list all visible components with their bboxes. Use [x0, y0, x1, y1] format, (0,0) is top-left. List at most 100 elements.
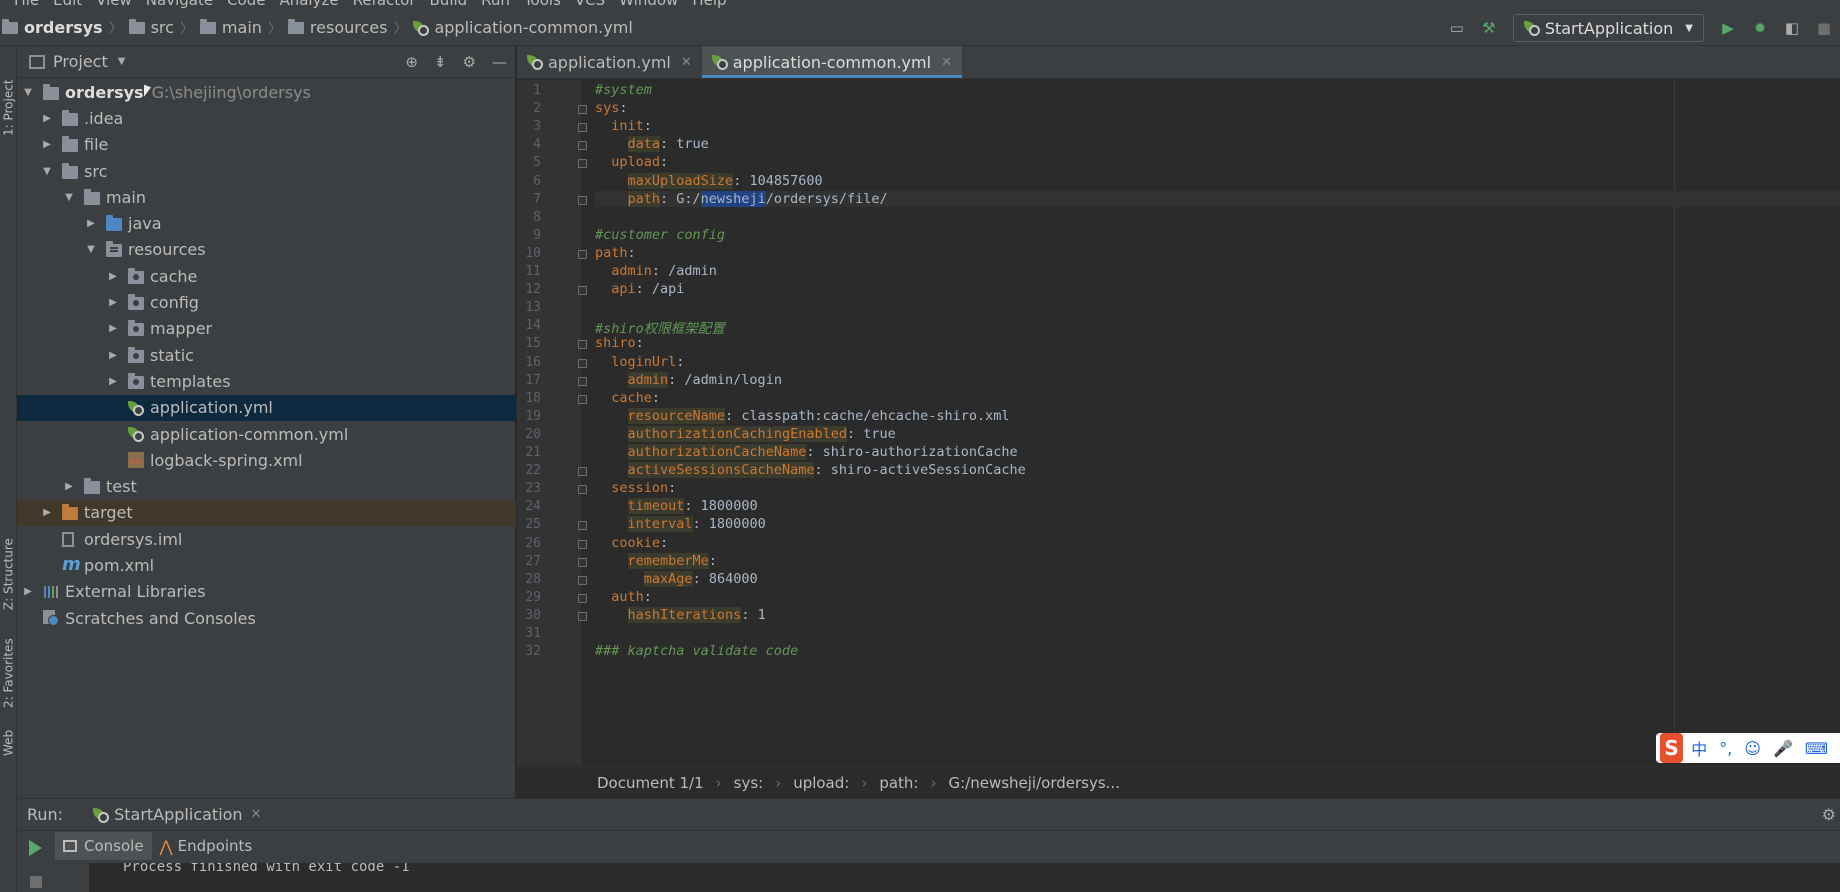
- chevron-down-icon[interactable]: ▼: [117, 56, 126, 67]
- code-line[interactable]: api: /api: [595, 281, 684, 297]
- rerun-play-icon[interactable]: [29, 840, 42, 856]
- layout-icon[interactable]: ▭: [1449, 19, 1464, 37]
- menu-item-code[interactable]: Code: [227, 0, 266, 9]
- code-line[interactable]: path: G:/newsheji/ordersys/file/: [595, 190, 1840, 207]
- fold-marker-icon[interactable]: [578, 467, 587, 477]
- code-line[interactable]: interval: 1800000: [595, 516, 766, 533]
- fold-marker-icon[interactable]: [578, 286, 587, 296]
- tree-item-resources[interactable]: ▼ resources: [17, 237, 516, 263]
- code-line[interactable]: rememberMe:: [595, 552, 717, 569]
- code-line[interactable]: timeout: 1800000: [595, 498, 758, 515]
- editor-crumb-document[interactable]: Document 1/1: [597, 773, 704, 792]
- code-line[interactable]: loginUrl:: [595, 354, 684, 370]
- stop-icon[interactable]: [30, 876, 42, 888]
- fold-marker-icon[interactable]: [578, 376, 587, 386]
- expand-arrow-icon[interactable]: ▼: [87, 244, 95, 256]
- run-play-icon[interactable]: ▶: [1722, 19, 1734, 37]
- tree-item-test[interactable]: ▶ test: [17, 473, 516, 499]
- project-panel-title[interactable]: Project: [53, 52, 108, 71]
- breadcrumb-item-resources[interactable]: resources: [309, 18, 388, 37]
- collapsed-arrow-icon[interactable]: ▶: [43, 112, 51, 124]
- fold-marker-icon[interactable]: [578, 394, 587, 404]
- collapsed-arrow-icon[interactable]: ▶: [24, 586, 32, 598]
- run-tab-startapplication[interactable]: StartApplication ✕: [93, 805, 261, 824]
- tree-item-file[interactable]: ▶ file: [17, 132, 516, 158]
- tab-web-tool-window[interactable]: Web: [1, 729, 16, 756]
- code-line[interactable]: authorizationCacheName: shiro-authorizat…: [595, 444, 1018, 460]
- code-line[interactable]: cache:: [595, 390, 660, 406]
- tree-item-src[interactable]: ▼ src: [17, 158, 516, 184]
- tree-item-config[interactable]: ▶ config: [17, 289, 516, 315]
- code-line[interactable]: path:: [595, 245, 636, 261]
- menu-item-vcs[interactable]: VCS: [574, 0, 606, 9]
- code-line[interactable]: #customer config: [595, 227, 725, 243]
- sogou-logo-icon[interactable]: S: [1660, 733, 1684, 763]
- tree-item-ordersys[interactable]: ▼ ordersys G:\shejiing\ordersys: [17, 79, 516, 105]
- ime-emoji-icon[interactable]: ☺: [1744, 738, 1761, 758]
- tab-console[interactable]: Console: [55, 832, 152, 860]
- menu-item-edit[interactable]: Edit: [53, 0, 83, 9]
- gear-icon[interactable]: ⚙: [462, 53, 476, 71]
- code-line[interactable]: init:: [595, 118, 652, 134]
- minimize-icon[interactable]: —: [492, 53, 507, 71]
- collapsed-arrow-icon[interactable]: ▶: [87, 218, 95, 230]
- tree-item-ordersys-iml[interactable]: ordersys.iml: [17, 526, 516, 552]
- code-line[interactable]: admin: /admin/login: [595, 371, 782, 388]
- menu-item-run[interactable]: Run: [481, 0, 510, 9]
- debug-bug-icon[interactable]: ✹: [1753, 19, 1767, 37]
- collapsed-arrow-icon[interactable]: ▶: [109, 270, 117, 282]
- ime-punctuation-icon[interactable]: °,: [1719, 738, 1733, 758]
- stop-icon[interactable]: ■: [1816, 19, 1832, 37]
- tab-favorites-tool-window[interactable]: 2: Favorites: [1, 638, 16, 708]
- code-line[interactable]: resourceName: classpath:cache/ehcache-sh…: [595, 407, 1010, 424]
- collapsed-arrow-icon[interactable]: ▶: [109, 375, 117, 387]
- code-line[interactable]: admin: /admin: [595, 263, 717, 279]
- ime-keyboard-icon[interactable]: ⌨: [1804, 738, 1828, 758]
- breadcrumb-item-main[interactable]: main: [221, 18, 262, 37]
- ime-microphone-icon[interactable]: 🎤: [1772, 738, 1793, 758]
- tree-item-target[interactable]: ▶ target: [17, 499, 516, 527]
- tree-item-scratches[interactable]: Scratches and Consoles: [17, 605, 516, 631]
- fold-marker-icon[interactable]: [578, 485, 587, 495]
- tree-item-logback-spring-xml[interactable]: logback-spring.xml: [17, 447, 516, 473]
- tree-item-application-yml[interactable]: application.yml: [17, 394, 516, 421]
- fold-marker-icon[interactable]: [578, 557, 587, 567]
- fold-marker-icon[interactable]: [578, 575, 587, 585]
- console-output[interactable]: Process finished with exit code -1: [89, 863, 1840, 892]
- close-icon[interactable]: ✕: [680, 54, 692, 70]
- tab-structure-tool-window[interactable]: Z: Structure: [1, 538, 16, 610]
- code-line[interactable]: session:: [595, 480, 676, 496]
- collapsed-arrow-icon[interactable]: ▶: [109, 297, 117, 309]
- fold-marker-icon[interactable]: [578, 249, 587, 259]
- tab-project-tool-window[interactable]: 1: Project: [1, 79, 16, 136]
- close-icon[interactable]: ✕: [250, 807, 262, 822]
- code-line[interactable]: sys:: [595, 100, 628, 116]
- collapsed-arrow-icon[interactable]: ▶: [109, 323, 117, 335]
- editor-crumb-upload[interactable]: upload:: [793, 773, 850, 792]
- menu-item-refactor[interactable]: Refactor: [352, 0, 416, 9]
- tree-item-pom-xml[interactable]: m pom.xml: [17, 552, 516, 578]
- tree-item-main[interactable]: ▼ main: [17, 184, 516, 210]
- expand-arrow-icon[interactable]: ▼: [24, 86, 32, 98]
- tab-endpoints[interactable]: ⋀ Endpoints: [152, 832, 261, 860]
- breadcrumb-item-file[interactable]: application-common.yml: [434, 18, 633, 37]
- menu-item-navigate[interactable]: Navigate: [145, 0, 214, 9]
- code-line[interactable]: shiro:: [595, 335, 644, 351]
- breadcrumb-item-ordersys[interactable]: ordersys: [24, 18, 103, 37]
- expand-arrow-icon[interactable]: ▼: [65, 191, 73, 203]
- collapsed-arrow-icon[interactable]: ▶: [43, 139, 51, 151]
- fold-marker-icon[interactable]: [578, 159, 587, 169]
- locate-target-icon[interactable]: ⊕: [405, 53, 418, 71]
- fold-marker-icon[interactable]: [578, 521, 587, 531]
- code-line[interactable]: authorizationCachingEnabled: true: [595, 425, 896, 442]
- close-icon[interactable]: ✕: [941, 54, 952, 70]
- ime-chinese-mode[interactable]: 中: [1691, 740, 1708, 759]
- tree-item-application-common-yml[interactable]: application-common.yml: [17, 421, 516, 447]
- expand-arrow-icon[interactable]: ▼: [43, 165, 51, 177]
- menu-item-analyze[interactable]: Analyze: [279, 0, 339, 9]
- code-line[interactable]: activeSessionsCacheName: shiro-activeSes…: [595, 462, 1026, 479]
- menu-item-help[interactable]: Help: [692, 0, 727, 9]
- editor-crumb-path[interactable]: path:: [879, 773, 919, 792]
- coverage-icon[interactable]: ◧: [1784, 19, 1800, 37]
- code-line[interactable]: cookie:: [595, 535, 668, 551]
